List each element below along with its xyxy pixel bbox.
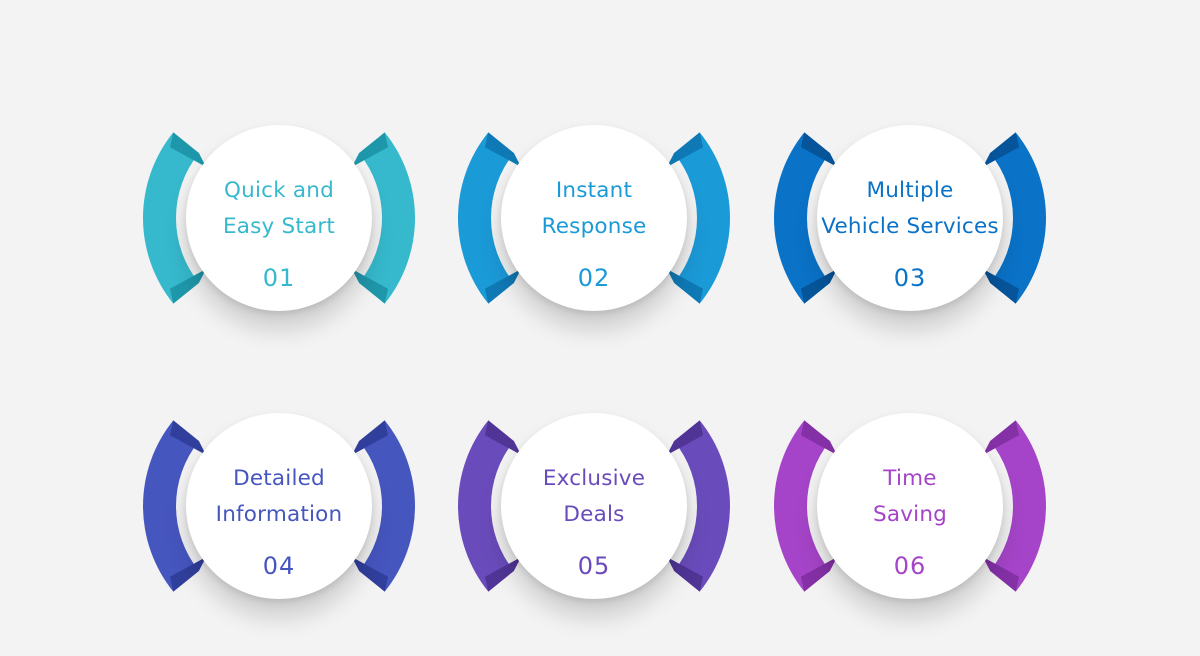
ring-fold — [484, 269, 522, 304]
ring-fold — [666, 132, 704, 167]
ring-segment-left — [458, 132, 514, 304]
feature-title-line-1: Multiple — [866, 178, 954, 203]
ring-segment-right — [674, 132, 730, 304]
feature-item-6: Time Saving 06 — [760, 356, 1060, 656]
ring-segment-left — [143, 132, 199, 304]
ring-fold — [351, 420, 389, 455]
ring-segment-left — [458, 420, 514, 592]
feature-title-line-2: Saving — [873, 502, 947, 527]
feature-title-line-2: Easy Start — [222, 214, 336, 239]
ring-segment-right — [990, 132, 1046, 304]
ring-fold — [169, 269, 207, 304]
feature-item-5: Exclusive Deals 05 — [444, 356, 744, 656]
decorative-ring — [143, 132, 415, 304]
feature-title-line-1: Instant — [555, 178, 633, 203]
feature-title-line-2: Response — [541, 214, 647, 239]
feature-number: 01 — [262, 264, 296, 292]
feature-circle: Time Saving 06 — [817, 413, 1003, 599]
decorative-ring — [774, 420, 1046, 592]
ring-fold — [484, 132, 522, 167]
ring-segment-right — [990, 420, 1046, 592]
feature-circle: Multiple Vehicle Services 03 — [817, 125, 1003, 311]
decorative-ring — [143, 420, 415, 592]
feature-circle: Instant Response 02 — [501, 125, 687, 311]
ring-fold — [800, 557, 838, 592]
feature-item-1: Quick and Easy Start 01 — [129, 68, 429, 368]
ring-fold — [484, 557, 522, 592]
feature-title-line-1: Detailed — [233, 466, 325, 491]
ring-fold — [666, 557, 704, 592]
feature-item-2: Instant Response 02 — [444, 68, 744, 368]
ring-fold — [351, 269, 389, 304]
ring-fold — [800, 269, 838, 304]
ring-segment-right — [359, 132, 415, 304]
feature-title: Exclusive Deals — [501, 461, 687, 533]
feature-circle: Exclusive Deals 05 — [501, 413, 687, 599]
features-infographic: Quick and Easy Start 01 Instant Response… — [129, 68, 1060, 599]
ring-fold — [666, 420, 704, 455]
ring-fold — [982, 269, 1020, 304]
decorative-ring — [458, 132, 730, 304]
feature-title: Time Saving — [817, 461, 1003, 533]
feature-item-4: Detailed Information 04 — [129, 356, 429, 656]
feature-title: Multiple Vehicle Services — [817, 173, 1003, 245]
ring-fold — [169, 420, 207, 455]
feature-title-line-2: Vehicle Services — [821, 214, 999, 239]
decorative-ring — [774, 132, 1046, 304]
feature-number: 06 — [893, 552, 927, 580]
ring-fold — [982, 420, 1020, 455]
feature-number: 03 — [893, 264, 927, 292]
feature-title-line-2: Deals — [563, 502, 625, 527]
ring-segment-left — [774, 420, 830, 592]
ring-fold — [800, 132, 838, 167]
ring-segment-right — [359, 420, 415, 592]
feature-title-line-2: Information — [215, 502, 343, 527]
feature-title-line-1: Quick and — [224, 178, 334, 203]
feature-title: Quick and Easy Start — [186, 173, 372, 245]
feature-number: 05 — [577, 552, 611, 580]
feature-item-3: Multiple Vehicle Services 03 — [760, 68, 1060, 368]
ring-segment-left — [143, 420, 199, 592]
ring-fold — [982, 557, 1020, 592]
feature-circle: Quick and Easy Start 01 — [186, 125, 372, 311]
feature-number: 02 — [577, 264, 611, 292]
feature-title: Instant Response — [501, 173, 687, 245]
ring-segment-right — [674, 420, 730, 592]
ring-fold — [484, 420, 522, 455]
feature-title-line-1: Exclusive — [542, 466, 646, 491]
ring-fold — [169, 132, 207, 167]
ring-fold — [351, 132, 389, 167]
ring-fold — [666, 269, 704, 304]
decorative-ring — [458, 420, 730, 592]
ring-fold — [800, 420, 838, 455]
feature-circle: Detailed Information 04 — [186, 413, 372, 599]
ring-fold — [169, 557, 207, 592]
ring-fold — [982, 132, 1020, 167]
ring-segment-left — [774, 132, 830, 304]
ring-fold — [351, 557, 389, 592]
feature-title: Detailed Information — [186, 461, 372, 533]
feature-number: 04 — [262, 552, 296, 580]
feature-title-line-1: Time — [883, 466, 937, 491]
